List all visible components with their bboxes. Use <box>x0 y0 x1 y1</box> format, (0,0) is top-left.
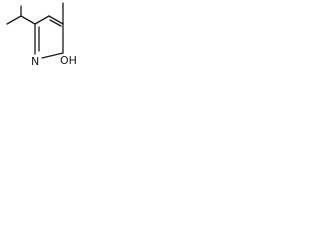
nitrogen-atom-label: N <box>30 55 41 68</box>
molecule-structure <box>6 2 64 59</box>
bond-isopropyl-methyl-left <box>6 15 22 25</box>
bond-c5-c4 <box>48 15 64 25</box>
bond-c2-n <box>41 52 64 59</box>
hydroxyl-group-label: OH <box>59 54 78 67</box>
bond-c5-c4-double <box>49 19 62 27</box>
bond-c6-c5 <box>34 15 50 25</box>
bond-isopropyl-to-ring <box>20 15 36 25</box>
